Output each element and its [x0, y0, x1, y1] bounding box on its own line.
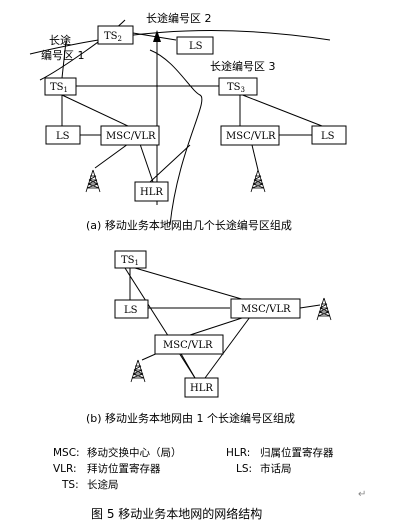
- node-ts1-label: TS1: [50, 82, 68, 94]
- link-ts1-hlr: [124, 267, 196, 379]
- figure-title: 图 5 移动业务本地网的网络结构: [91, 506, 262, 521]
- diagram-a: TS2 LS TS1 TS3 LS MSC/VLR MSC/VLR LS HLR…: [29, 11, 347, 232]
- node-hlr: [184, 377, 219, 398]
- legend-vlr-desc: 拜访位置寄存器: [87, 462, 161, 475]
- zone-boundary-left: [39, 19, 126, 81]
- return-mark: ↵: [358, 489, 366, 500]
- zone2-label: 长途编号区 2: [146, 11, 212, 25]
- link-msc-right-hlr: [204, 316, 251, 379]
- link-msc-antenna-right: [299, 304, 321, 309]
- zone3-label: 长途编号区 3: [210, 59, 276, 73]
- node-ls-label: LS: [124, 305, 138, 316]
- link-msc-hlr: [139, 143, 154, 183]
- zone-boundary-upper: [29, 30, 331, 55]
- zone1-label-line1: 长途: [49, 33, 71, 47]
- legend-ls-desc: 市话局: [260, 462, 292, 475]
- link-msc-antenna-left: [94, 143, 129, 169]
- node-msc-right-label: MSC/VLR: [241, 304, 291, 315]
- antenna-icon: [130, 359, 146, 383]
- link-ts2-ts1: [61, 40, 67, 79]
- link-ts3-ls: [239, 93, 323, 127]
- legend-ts-desc: 长途局: [87, 478, 119, 491]
- link-hlr-msc-right: [149, 144, 191, 183]
- node-ts1: [44, 77, 77, 96]
- link-msc-right-msc-left: [189, 316, 246, 336]
- node-ls: [114, 299, 149, 319]
- link-ts2-ls: [132, 32, 177, 41]
- antenna-icon: [316, 297, 332, 321]
- caption-a: (a) 移动业务本地网由几个长途编号区组成: [86, 218, 292, 232]
- node-msc-right: [220, 125, 280, 146]
- node-msc-right: [230, 298, 301, 319]
- link-ts1-msc-right: [134, 267, 246, 301]
- legend-hlr-abbr: HLR:: [226, 447, 250, 459]
- node-hlr: [134, 181, 169, 202]
- node-msc-left-label: MSC/VLR: [106, 131, 156, 142]
- legend: MSC: 移动交换中心（局） HLR: 归属位置寄存器 VLR: 拜访位置寄存器…: [53, 446, 366, 500]
- node-ts2-label: TS2: [104, 31, 122, 43]
- node-msc-left: [154, 334, 224, 355]
- caption-b: (b) 移动业务本地网由 1 个长途编号区组成: [86, 411, 295, 425]
- node-msc-right-label: MSC/VLR: [226, 131, 276, 142]
- link-msc-antenna-right: [251, 144, 259, 171]
- diagram-b: TS1 LS MSC/VLR MSC/VLR HLR (b) 移动业务本地网由 …: [86, 250, 332, 425]
- link-ts1-msc: [61, 94, 129, 127]
- legend-vlr-abbr: VLR:: [53, 463, 77, 475]
- link-msc-left-hlr: [179, 351, 196, 379]
- node-ls-top-label: LS: [189, 41, 203, 52]
- node-ls-right: [311, 125, 347, 145]
- node-ts1-label: TS1: [121, 255, 139, 267]
- zone2-arrow-head: [153, 30, 161, 42]
- node-ts2: [97, 25, 134, 45]
- antenna-icon: [250, 169, 266, 193]
- node-msc-left: [100, 125, 160, 146]
- antenna-icon: [85, 169, 101, 193]
- node-ts1: [114, 250, 147, 269]
- node-hlr-label: HLR: [190, 383, 213, 394]
- node-ts3: [218, 77, 258, 96]
- node-ts3-label: TS3: [227, 82, 245, 94]
- node-ls-right-label: LS: [321, 131, 335, 142]
- zone-boundary-right: [149, 49, 203, 226]
- node-hlr-label: HLR: [140, 187, 163, 198]
- node-msc-left-label: MSC/VLR: [163, 340, 213, 351]
- node-ls-left: [45, 125, 81, 145]
- node-ls-left-label: LS: [56, 131, 70, 142]
- legend-hlr-desc: 归属位置寄存器: [260, 446, 334, 459]
- legend-msc-desc: 移动交换中心（局）: [87, 446, 182, 459]
- node-ls-top: [176, 36, 214, 55]
- zone1-label-line2: 编号区 1: [41, 48, 85, 62]
- legend-msc-abbr: MSC:: [53, 447, 80, 459]
- legend-ts-abbr: TS:: [61, 479, 79, 491]
- legend-ls-abbr: LS:: [236, 463, 252, 475]
